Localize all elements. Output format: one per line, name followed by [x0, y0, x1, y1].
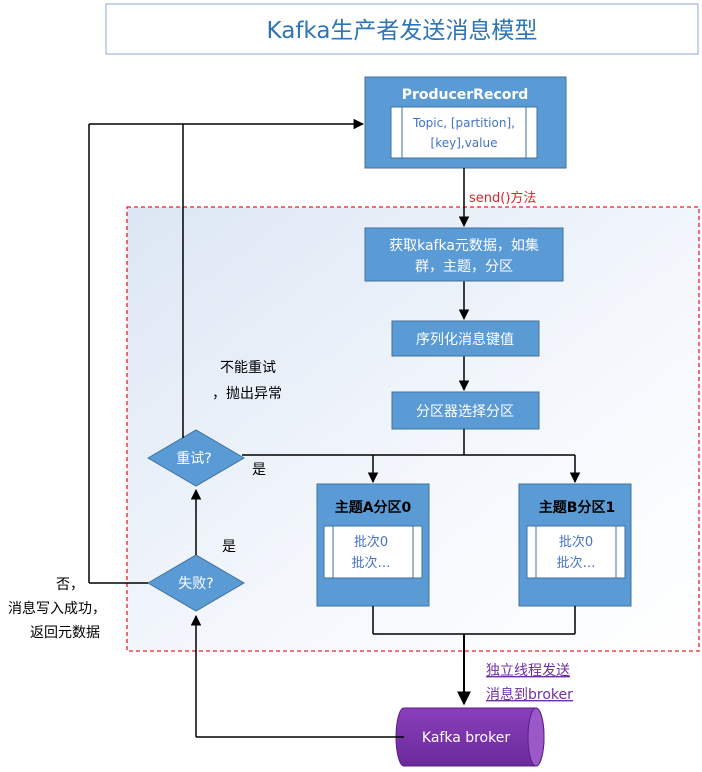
partitioner-box: 分区器选择分区: [391, 391, 540, 430]
producer-record-box: ProducerRecord Topic, [partition], [key]…: [364, 76, 567, 169]
thread-send-line1: 独立线程发送: [486, 663, 570, 679]
fetch-metadata-line1: 获取kafka元数据，如集: [389, 237, 539, 254]
partition-a-box: 主题A分区0 批次0 批次…: [316, 483, 430, 607]
partition-a-header: 主题A分区0: [335, 499, 412, 516]
fetch-metadata-line2: 群，主题，分区: [415, 259, 513, 275]
partition-b-batch-0: 批次0: [559, 534, 593, 550]
producer-record-fields-line2: [key],value: [431, 136, 498, 150]
producer-record-header: ProducerRecord: [402, 87, 529, 103]
producer-record-fields-line1: Topic, [partition],: [412, 116, 515, 130]
partition-b-batch-more: 批次…: [556, 555, 595, 571]
kafka-broker-cylinder: Kafka broker: [395, 707, 545, 767]
thread-send-line2: 消息到broker: [486, 686, 573, 703]
failed-no-line2: 消息写入成功，: [8, 600, 106, 617]
send-method-label: send()方法: [469, 190, 536, 206]
partition-a-batch-more: 批次…: [351, 555, 390, 571]
retry-decision-label: 重试?: [176, 451, 211, 467]
partitioner-label: 分区器选择分区: [416, 404, 514, 420]
diagram-title: Kafka生产者发送消息模型: [267, 18, 538, 44]
retry-decision: 重试?: [147, 429, 245, 487]
success-loop-connector: [88, 118, 365, 584]
partition-a-batch-0: 批次0: [354, 534, 388, 550]
partition-split-connector: [242, 429, 581, 484]
failed-decision: 失败?: [147, 554, 245, 612]
retry-yes-label: 是: [252, 462, 266, 478]
failed-yes-label: 是: [222, 539, 236, 555]
partition-b-box: 主题B分区1 批次0 批次…: [518, 483, 632, 607]
serialize-label: 序列化消息键值: [416, 331, 514, 348]
partition-join-connector: [372, 606, 576, 706]
failed-no-line3: 返回元数据: [30, 625, 100, 641]
kafka-broker-label: Kafka broker: [422, 730, 510, 746]
no-retry-line1: 不能重试: [220, 360, 276, 376]
failed-decision-label: 失败?: [178, 576, 213, 592]
failed-no-line1: 否，: [56, 577, 84, 593]
no-retry-line2: ，抛出异常: [212, 386, 282, 402]
broker-to-failed-connector: [190, 614, 404, 738]
fetch-metadata-box: 获取kafka元数据，如集 群，主题，分区: [364, 227, 564, 282]
title-box: Kafka生产者发送消息模型: [105, 3, 699, 55]
partition-b-header: 主题B分区1: [539, 499, 615, 516]
serialize-box: 序列化消息键值: [391, 320, 540, 357]
